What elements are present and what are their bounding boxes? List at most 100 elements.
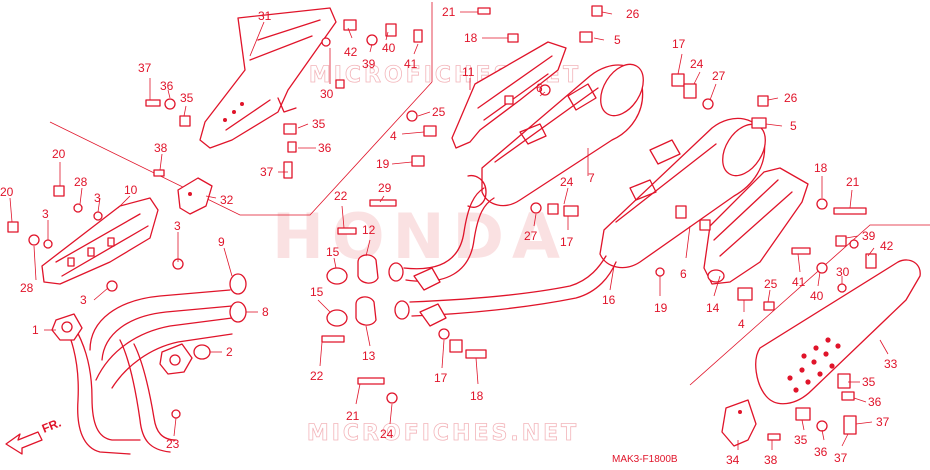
muffler-part-7: [467, 63, 644, 208]
gasket-part-2: [193, 344, 211, 360]
frame-lines: [49, 2, 930, 386]
callout-label: 34: [726, 453, 740, 467]
callout-label: 27: [712, 69, 726, 83]
front-direction-indicator: FR.: [5, 416, 63, 455]
exhaust-pipes: [59, 273, 247, 455]
callout-label: 39: [862, 229, 876, 243]
diagram-ref-code: MAK3-F1800B: [612, 454, 678, 465]
callout-label: 13: [362, 349, 376, 363]
callout-label: 18: [814, 161, 828, 175]
callout-label: 21: [846, 175, 860, 189]
callout-label: 5: [614, 33, 621, 47]
callout-label: 6: [536, 81, 543, 95]
callout-label: 37: [138, 61, 152, 75]
callout-label: 30: [320, 87, 334, 101]
muffler-part-16: [599, 117, 766, 269]
front-direction-label: FR.: [40, 416, 63, 436]
callout-label: 39: [362, 57, 376, 71]
callout-label: 11: [462, 65, 475, 79]
callout-label: 40: [810, 289, 824, 303]
callout-label: 42: [880, 239, 894, 253]
callout-label: 10: [124, 183, 138, 197]
callout-label: 33: [884, 357, 898, 371]
callout-label: 19: [654, 301, 668, 315]
callout-label: 35: [180, 91, 194, 105]
callout-label: 2: [226, 345, 233, 359]
callout-label: 24: [560, 175, 574, 189]
callout-label: 3: [94, 191, 101, 205]
connector-pipes: [388, 187, 617, 327]
leader-lines: [9, 11, 889, 450]
callout-label: 6: [680, 267, 687, 281]
callout-label: 24: [690, 57, 704, 71]
callout-label: 41: [792, 275, 806, 289]
callout-label: 5: [790, 119, 797, 133]
callout-label: 35: [794, 433, 808, 447]
callout-label: 7: [588, 171, 595, 185]
callout-label: 32: [220, 193, 234, 207]
callout-label: 17: [434, 371, 448, 385]
callout-label: 4: [738, 317, 745, 331]
flange-part-23: [159, 343, 193, 375]
callout-labels: 31 42 40 39 41 30 37 36 35 35 36 37 21 2…: [0, 5, 898, 467]
callout-label: 21: [442, 5, 456, 19]
heat-shield-part-11: [451, 41, 567, 149]
callout-label: 37: [876, 415, 890, 429]
callout-label: 24: [380, 427, 394, 441]
callout-label: 36: [868, 395, 882, 409]
callout-label: 1: [32, 323, 39, 337]
callout-label: 15: [310, 285, 324, 299]
callout-label: 42: [344, 45, 358, 59]
heat-shield-part-33: [755, 259, 921, 405]
callout-label: 9: [218, 235, 225, 249]
callout-label: 8: [262, 305, 269, 319]
callout-label: 4: [390, 129, 397, 143]
callout-label: 38: [764, 453, 778, 467]
callout-label: 15: [326, 245, 340, 259]
bracket-part-32: [177, 177, 213, 215]
callout-label: 40: [382, 41, 396, 55]
callout-label: 41: [404, 57, 418, 71]
callout-label: 26: [626, 7, 640, 21]
callout-label: 36: [814, 445, 828, 459]
callout-label: 12: [362, 223, 376, 237]
callout-label: 3: [174, 219, 181, 233]
callout-label: 25: [764, 277, 778, 291]
callout-label: 14: [706, 301, 720, 315]
callout-label: 37: [834, 451, 848, 465]
callout-label: 18: [470, 389, 484, 403]
callout-label: 16: [602, 293, 616, 307]
heat-shield-part-10: [41, 197, 159, 285]
callout-label: 22: [334, 189, 348, 203]
callout-label: 30: [836, 265, 850, 279]
callout-label: 21: [346, 409, 360, 423]
callout-label: 3: [42, 207, 49, 221]
callout-label: 35: [862, 375, 876, 389]
callout-label: 36: [318, 141, 332, 155]
flange-part-1: [51, 313, 83, 341]
callout-label: 23: [166, 437, 180, 451]
callout-label: 17: [672, 37, 686, 51]
callout-label: 36: [160, 79, 174, 93]
callout-label: 37: [260, 165, 274, 179]
bracket-part-31: [199, 7, 337, 149]
callout-label: 28: [74, 175, 88, 189]
shield-vent-holes: [787, 337, 841, 393]
callout-label: 28: [20, 281, 34, 295]
callout-label: 27: [524, 229, 538, 243]
callout-label: 3: [80, 293, 87, 307]
clamps: [326, 254, 379, 327]
callout-label: 19: [376, 157, 390, 171]
site-watermark-bottom: MICROFICHES.NET: [307, 421, 579, 446]
heat-shield-part-14: [703, 167, 809, 285]
callout-label: 17: [560, 235, 574, 249]
brand-watermark: HONDA: [272, 200, 568, 273]
plate-part-34: [721, 399, 757, 447]
callout-label: 29: [378, 181, 392, 195]
fasteners: [7, 5, 877, 441]
callout-label: 18: [464, 31, 478, 45]
callout-label: 35: [312, 117, 326, 131]
callout-label: 22: [310, 369, 324, 383]
callout-label: 25: [432, 105, 446, 119]
callout-label: 20: [0, 185, 14, 199]
